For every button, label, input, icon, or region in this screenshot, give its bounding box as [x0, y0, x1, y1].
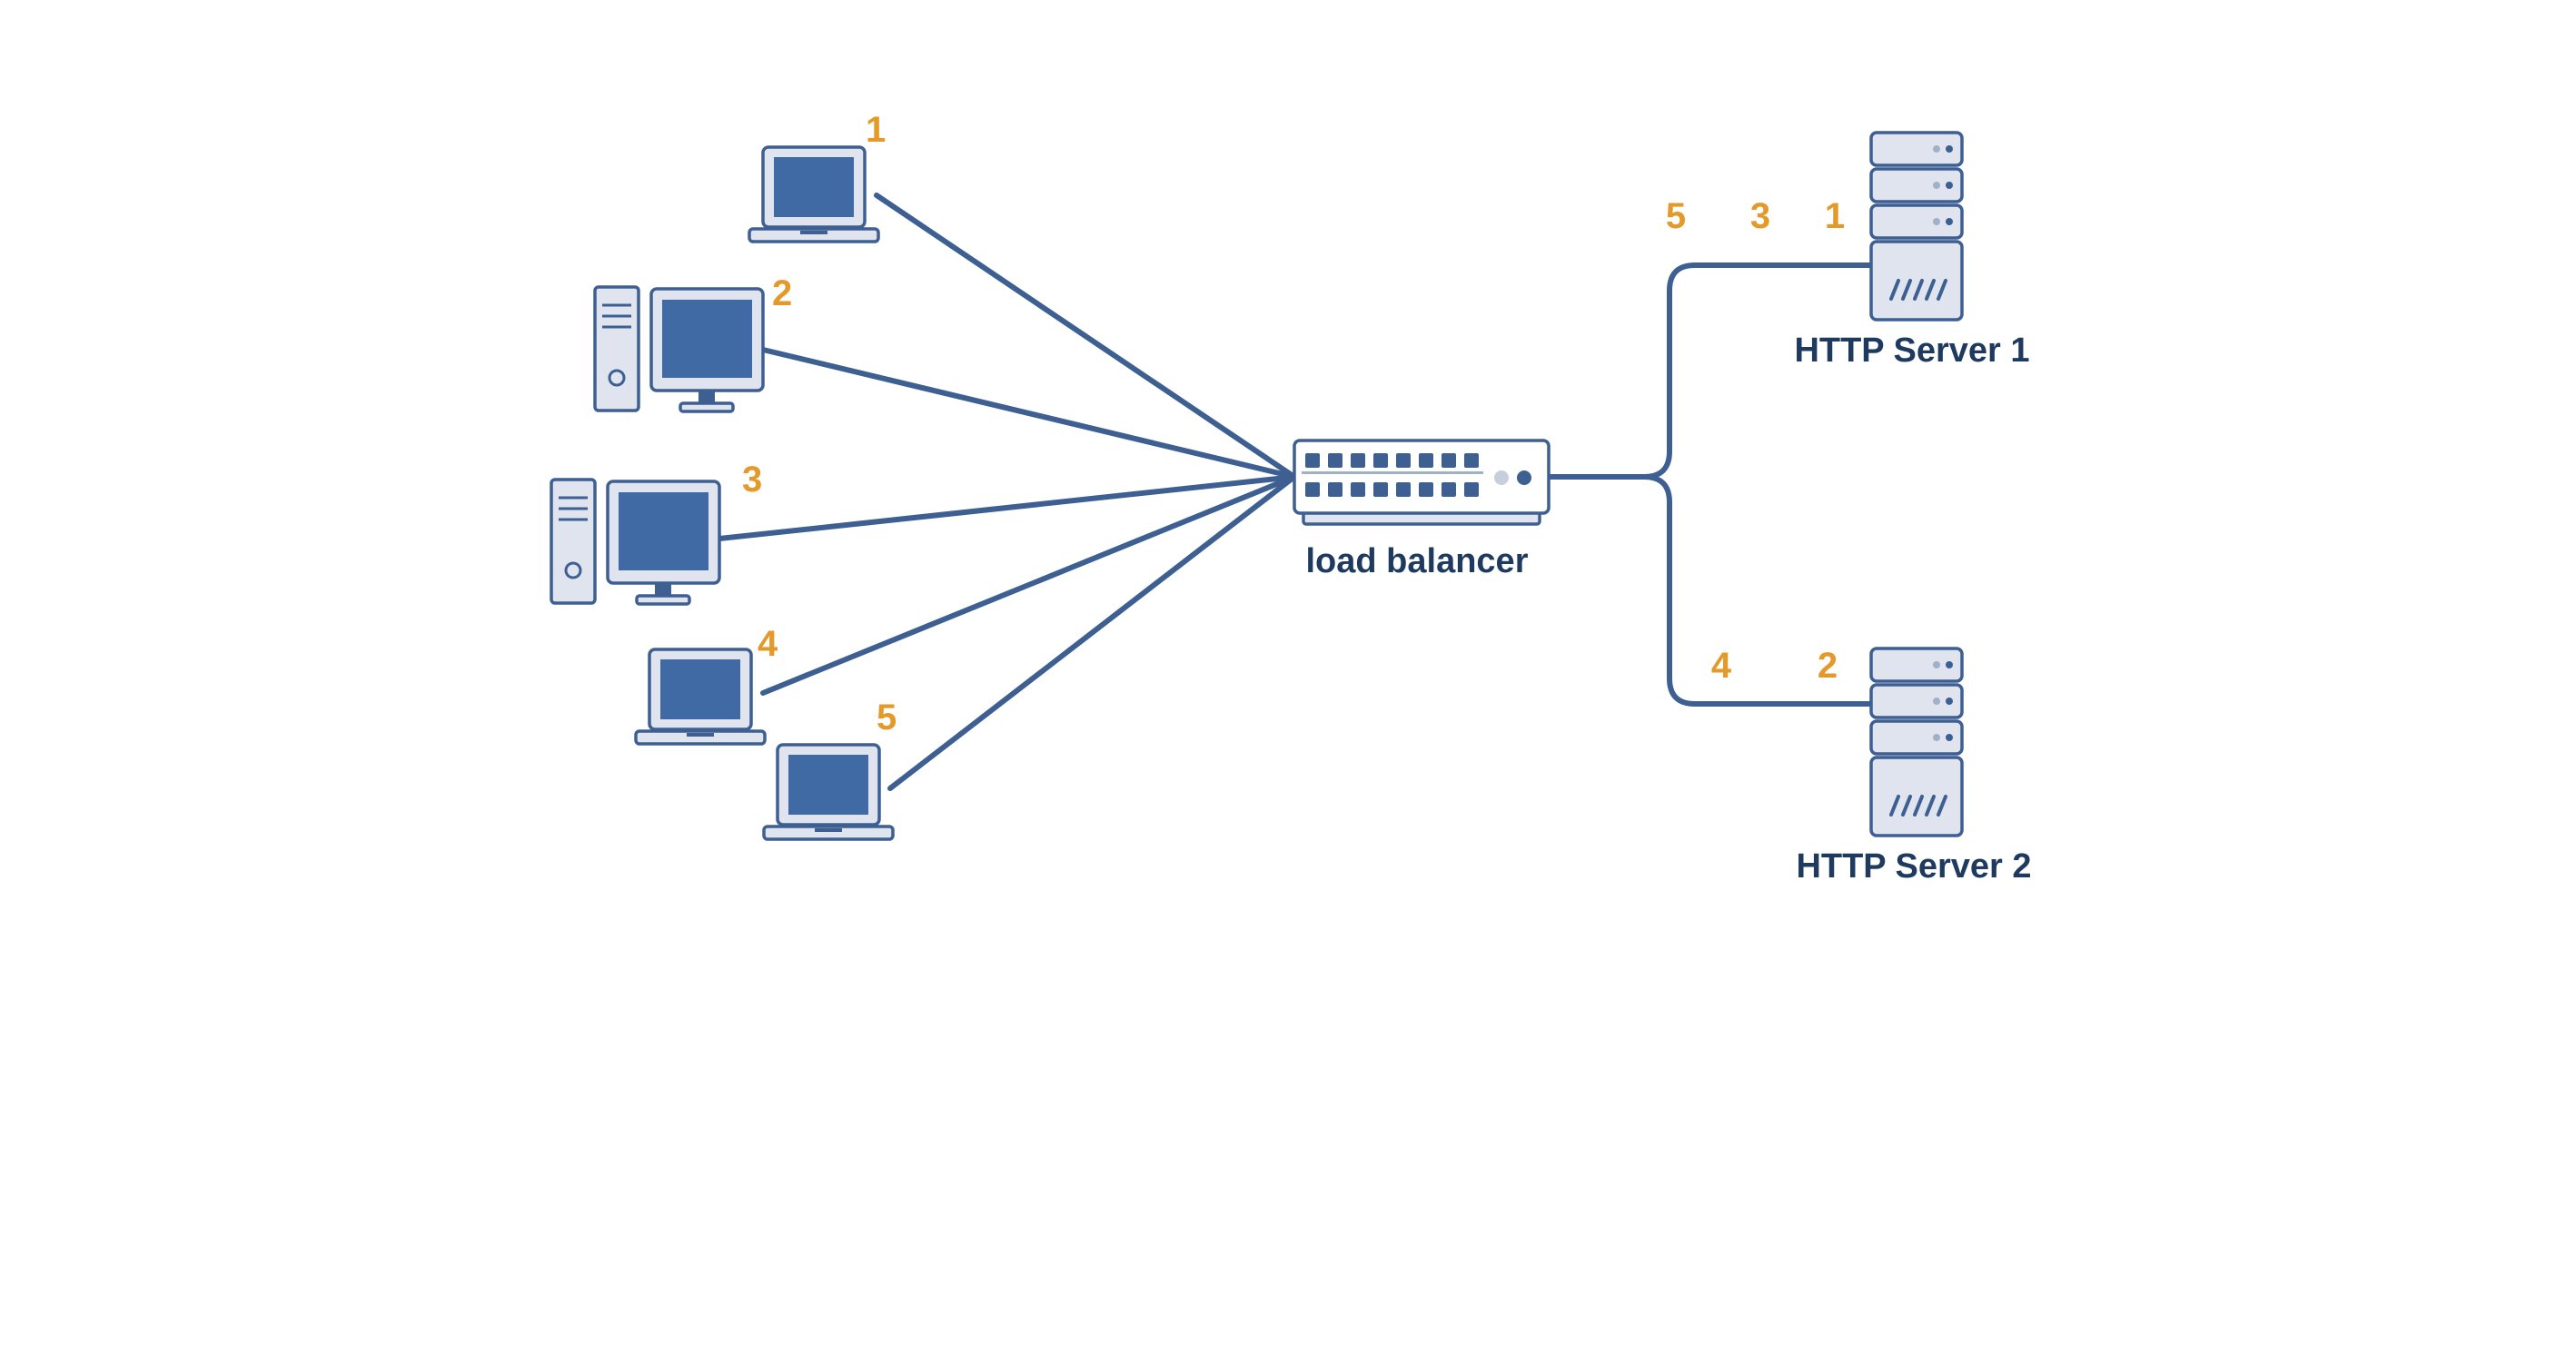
load-balancer-switch-icon — [1293, 439, 1551, 526]
http-server-2-icon — [1869, 647, 1964, 837]
switch-port-icon — [1464, 453, 1479, 468]
client-4-request-number: 4 — [758, 624, 778, 664]
client-5-laptop-icon — [762, 743, 895, 841]
client-2-desktop-icon — [593, 285, 765, 413]
switch-port-icon — [1351, 482, 1365, 497]
switch-port-icon — [1305, 453, 1320, 468]
client-1-request-number: 1 — [866, 110, 886, 150]
switch-port-icon — [1419, 482, 1433, 497]
client-3-desktop-icon — [550, 478, 721, 606]
link-client-3 — [717, 474, 1297, 541]
client-3-request-number: 3 — [742, 460, 762, 500]
client-5-request-number: 5 — [877, 698, 897, 737]
switch-port-icon — [1328, 453, 1342, 468]
link-client-1 — [874, 193, 1297, 480]
switch-port-icon — [1373, 453, 1388, 468]
link-server-2 — [1641, 474, 1874, 707]
server-links — [1546, 262, 1874, 707]
switch-port-icon — [1419, 453, 1433, 468]
switch-port-icon — [1373, 482, 1388, 497]
switch-port-icon — [1442, 482, 1456, 497]
load-balancer-label: load balancer — [1306, 542, 1529, 580]
client-links — [717, 193, 1297, 791]
http-server-2-label: HTTP Server 2 — [1796, 847, 2031, 886]
switch-port-icon — [1464, 482, 1479, 497]
server-1-request-number-1: 5 — [1666, 196, 1686, 236]
server-2-request-number-2: 2 — [1818, 646, 1838, 686]
http-server-1-label: HTTP Server 1 — [1794, 332, 2029, 370]
link-client-5 — [887, 474, 1297, 791]
server-2-request-number-1: 4 — [1711, 646, 1732, 686]
server-1-request-number-2: 3 — [1750, 196, 1770, 236]
link-client-4 — [760, 474, 1297, 696]
switch-port-icon — [1351, 453, 1365, 468]
server-1-request-number-3: 1 — [1825, 196, 1845, 236]
client-2-request-number: 2 — [772, 273, 792, 313]
switch-port-icon — [1442, 453, 1456, 468]
switch-port-icon — [1305, 482, 1320, 497]
http-server-1-icon — [1869, 131, 1964, 322]
switch-port-icon — [1396, 453, 1411, 468]
switch-port-icon — [1396, 482, 1411, 497]
client-1-laptop-icon — [748, 145, 880, 243]
client-4-laptop-icon — [634, 648, 767, 746]
switch-port-icon — [1328, 482, 1342, 497]
link-server-1 — [1546, 262, 1874, 480]
link-client-2 — [760, 347, 1297, 480]
